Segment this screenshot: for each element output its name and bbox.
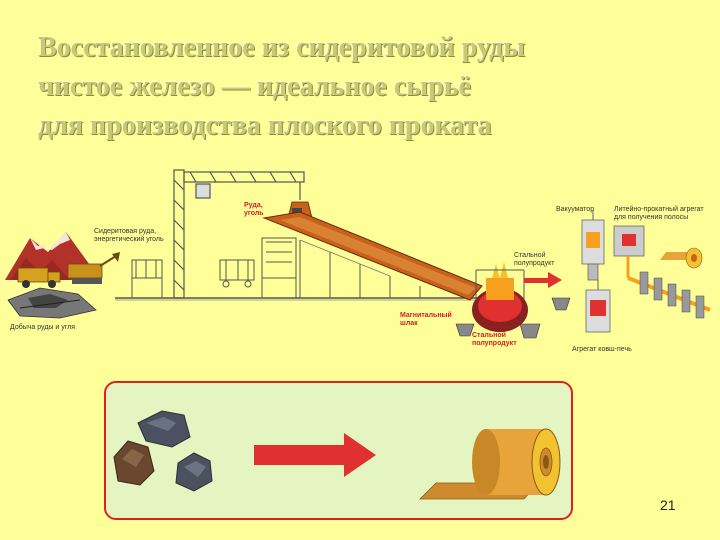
label-siderite-ore: Сидеритовая руда, энергетический уголь <box>94 228 164 244</box>
title-line-2: чистое железо — идеальное сырьё <box>38 71 471 102</box>
process-illustration <box>5 169 711 339</box>
slide-title: Восстановленное из сидеритовой руды чист… <box>38 28 658 145</box>
label-ore-coal: Руда, уголь <box>244 202 264 218</box>
label-caster-line-2: для получения полосы <box>614 214 689 221</box>
process-diagram: Руда, уголь Сидеритовая руда, энергетиче… <box>0 160 720 360</box>
siderite-ore-lump-3-icon <box>175 452 213 492</box>
label-steel-semi-top: Стальной полупродукт <box>514 252 554 268</box>
label-ladle-furnace: Агрегат ковш-печь <box>572 346 632 353</box>
label-siderite-line-2: энергетический уголь <box>94 236 164 243</box>
conversion-arrow-icon <box>254 433 376 477</box>
rolling-mill-icon <box>627 271 711 319</box>
steel-ladle-top-icon <box>551 297 571 311</box>
label-vacuumator: Вакууматор <box>556 206 595 213</box>
ladle-furnace-icon <box>585 280 611 333</box>
label-slag-line-2: шлак <box>400 320 418 327</box>
label-caster-line-1: Литейно-прокатный агрегат <box>614 206 704 213</box>
label-steel-semi-top-line-2: полупродукт <box>514 260 555 267</box>
gantry-crane-icon <box>173 169 305 299</box>
dump-truck-icon <box>17 267 61 288</box>
label-caster: Литейно-прокатный агрегат для получения … <box>614 206 704 222</box>
smelting-furnace-icon <box>472 262 528 332</box>
label-ore-coal-line-1: Руда, <box>244 202 263 209</box>
vacuum-degasser-icon <box>581 210 605 281</box>
slag-ladle-icon <box>455 323 475 337</box>
rotary-kiln-conveyor-icon <box>262 211 483 301</box>
label-steel-semi-bottom-line-2: полупродукт <box>472 340 517 347</box>
label-magnetic-slag: Магнитальный шлак <box>400 312 452 328</box>
steel-coil-icon <box>419 428 561 500</box>
process-flow-arrow-icon <box>524 272 562 288</box>
steel-ladle-icon <box>519 323 541 339</box>
summary-illustration <box>113 410 561 500</box>
rail-structures-icon <box>131 237 297 298</box>
label-steel-semi-bottom-line-1: Стальной <box>472 332 506 339</box>
label-slag-line-1: Магнитальный <box>400 312 452 319</box>
label-siderite-line-1: Сидеритовая руда, <box>94 228 157 235</box>
label-mining: Добыча руды и угля <box>10 324 76 331</box>
coal-mining-machine-icon <box>7 287 97 319</box>
steel-coil-small-icon <box>660 247 703 269</box>
label-ore-coal-line-2: уголь <box>244 210 264 217</box>
excavator-icon <box>67 252 120 284</box>
title-line-1: Восстановленное из сидеритовой руды <box>38 32 526 63</box>
caster-tower-icon <box>613 225 645 278</box>
label-steel-semi-top-line-1: Стальной <box>514 252 546 259</box>
siderite-ore-lump-2-icon <box>113 440 155 486</box>
siderite-ore-lump-icon <box>137 410 191 448</box>
summary-panel <box>104 381 573 520</box>
label-steel-semi-bottom: Стальной полупродукт <box>472 332 517 348</box>
page-number: 21 <box>660 497 676 513</box>
title-line-3: для производства плоского проката <box>38 110 492 141</box>
